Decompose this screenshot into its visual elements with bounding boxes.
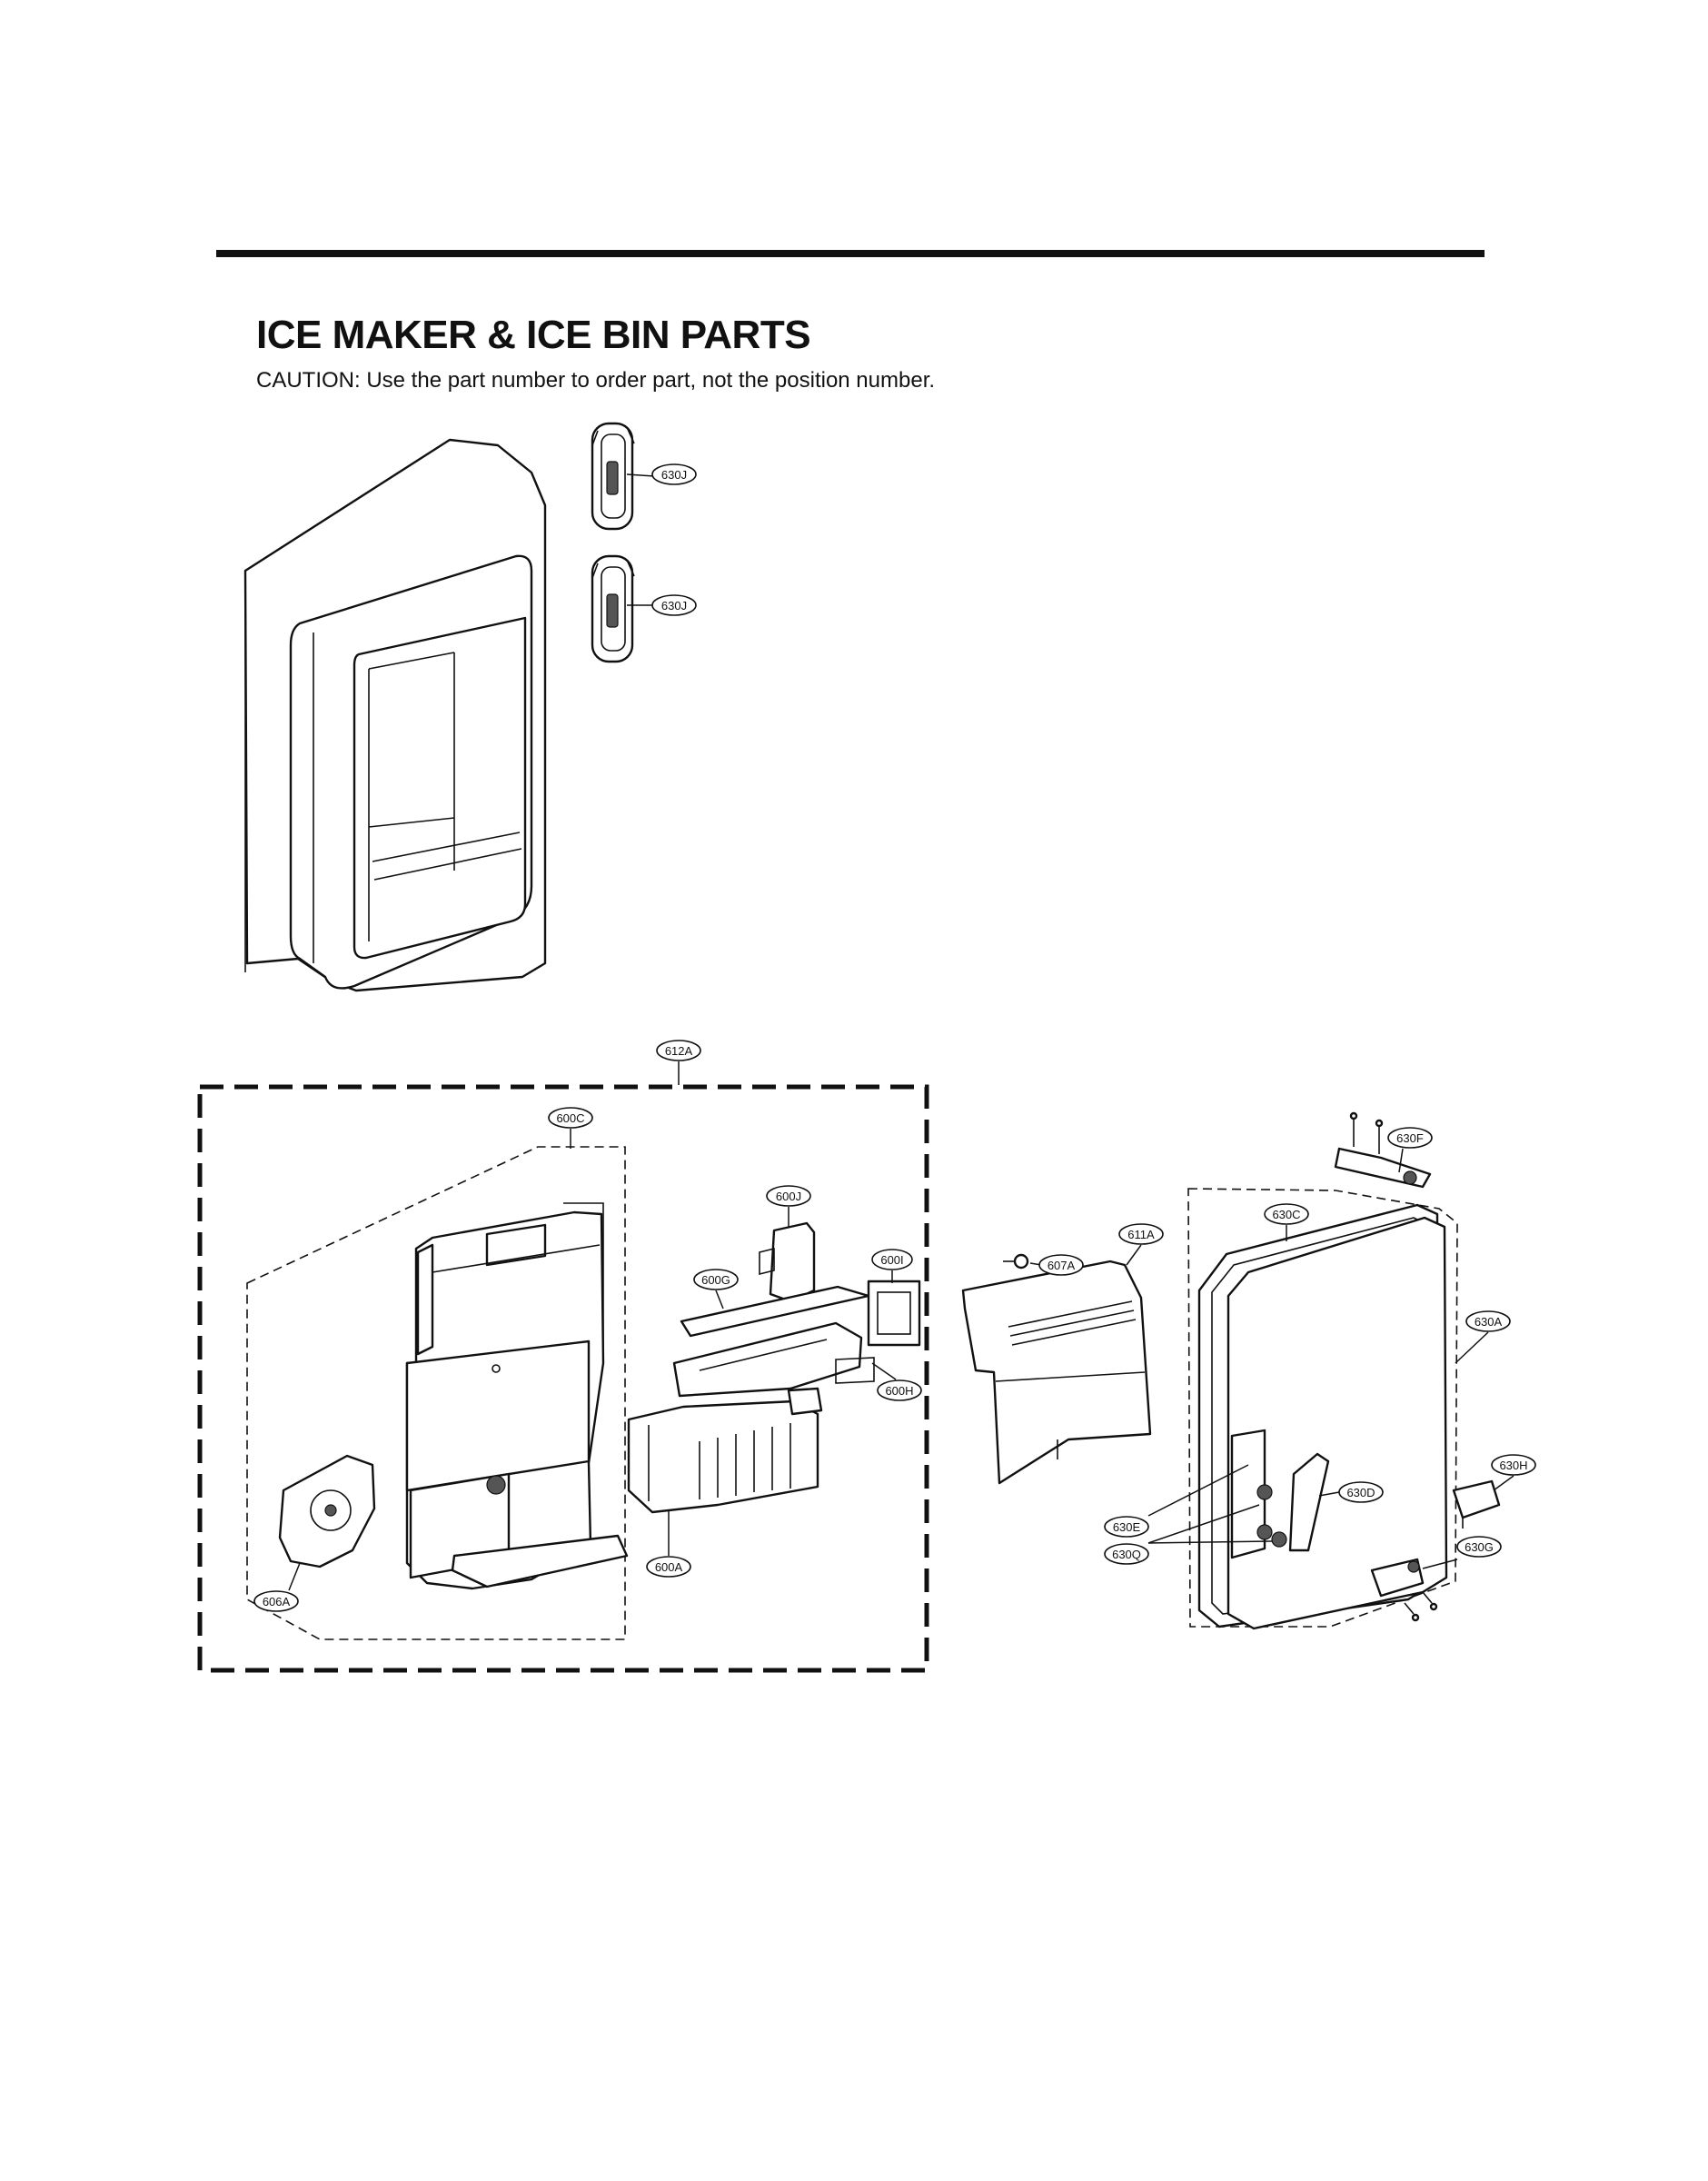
callout-607A: 607A <box>1038 1254 1084 1276</box>
caution-note: CAUTION: Use the part number to order pa… <box>256 368 936 393</box>
part-630J-top <box>591 422 635 531</box>
leader-lines <box>288 473 1514 1591</box>
callout-630A: 630A <box>1465 1310 1511 1332</box>
svg-text:630F: 630F <box>1396 1131 1424 1145</box>
svg-text:600C: 600C <box>556 1111 584 1125</box>
svg-text:630E: 630E <box>1113 1520 1141 1534</box>
callout-630J-bottom: 630J <box>651 594 697 616</box>
callout-630D: 630D <box>1338 1481 1384 1503</box>
svg-text:612A: 612A <box>665 1044 693 1058</box>
part-600A <box>627 1387 823 1514</box>
icemaker-bracket-drawing <box>405 1202 629 1590</box>
svg-text:600G: 600G <box>701 1273 730 1287</box>
callout-600C: 600C <box>548 1107 593 1129</box>
callout-600J: 600J <box>766 1185 811 1207</box>
callout-630J-top: 630J <box>651 463 697 485</box>
svg-text:630D: 630D <box>1346 1486 1375 1499</box>
part-607A <box>1003 1253 1029 1270</box>
svg-text:630G: 630G <box>1465 1540 1494 1554</box>
part-630J-bottom <box>591 554 635 663</box>
callout-630G: 630G <box>1456 1536 1502 1558</box>
svg-text:630J: 630J <box>661 468 687 482</box>
svg-text:607A: 607A <box>1048 1259 1076 1272</box>
assembly-600C-boundary <box>246 1146 626 1640</box>
header-rule <box>216 250 1485 257</box>
part-630E <box>1230 1429 1266 1559</box>
callout-630C: 630C <box>1264 1203 1309 1225</box>
svg-text:630Q: 630Q <box>1112 1548 1141 1561</box>
part-630H <box>1452 1479 1501 1529</box>
assembly-630A-boundary <box>1187 1188 1458 1628</box>
part-600H <box>672 1321 875 1398</box>
svg-text:606A: 606A <box>263 1595 291 1608</box>
dispenser-housing-drawing <box>243 438 547 992</box>
callout-630H: 630H <box>1491 1454 1536 1476</box>
svg-text:630A: 630A <box>1475 1315 1503 1329</box>
assembly-612A-boundary <box>197 1084 929 1673</box>
part-600J <box>759 1221 816 1303</box>
callout-600A: 600A <box>646 1556 691 1578</box>
svg-text:600I: 600I <box>880 1253 903 1267</box>
callout-606A: 606A <box>253 1590 299 1612</box>
svg-text:600J: 600J <box>776 1190 801 1203</box>
callout-600G: 600G <box>693 1269 739 1290</box>
svg-text:611A: 611A <box>1127 1228 1155 1241</box>
callout-630Q: 630Q <box>1104 1543 1149 1565</box>
svg-text:630C: 630C <box>1272 1208 1300 1221</box>
page-title: ICE MAKER & ICE BIN PARTS <box>256 313 811 357</box>
svg-text:600H: 600H <box>885 1384 913 1398</box>
part-630D <box>1256 1452 1330 1552</box>
part-630F <box>1334 1111 1432 1189</box>
svg-text:630J: 630J <box>661 599 687 612</box>
callout-630F: 630F <box>1387 1127 1433 1149</box>
callout-600I: 600I <box>871 1249 913 1270</box>
svg-text:630H: 630H <box>1499 1459 1527 1472</box>
svg-text:600A: 600A <box>655 1560 683 1574</box>
part-606A <box>278 1454 376 1569</box>
callout-612A: 612A <box>656 1040 701 1061</box>
callout-611A: 611A <box>1118 1223 1164 1245</box>
part-611A <box>961 1260 1152 1485</box>
part-630A-door <box>1226 1216 1448 1630</box>
part-630G <box>1370 1558 1438 1622</box>
callout-600H: 600H <box>877 1379 922 1401</box>
callout-630E: 630E <box>1104 1516 1149 1538</box>
part-600I <box>867 1280 921 1347</box>
